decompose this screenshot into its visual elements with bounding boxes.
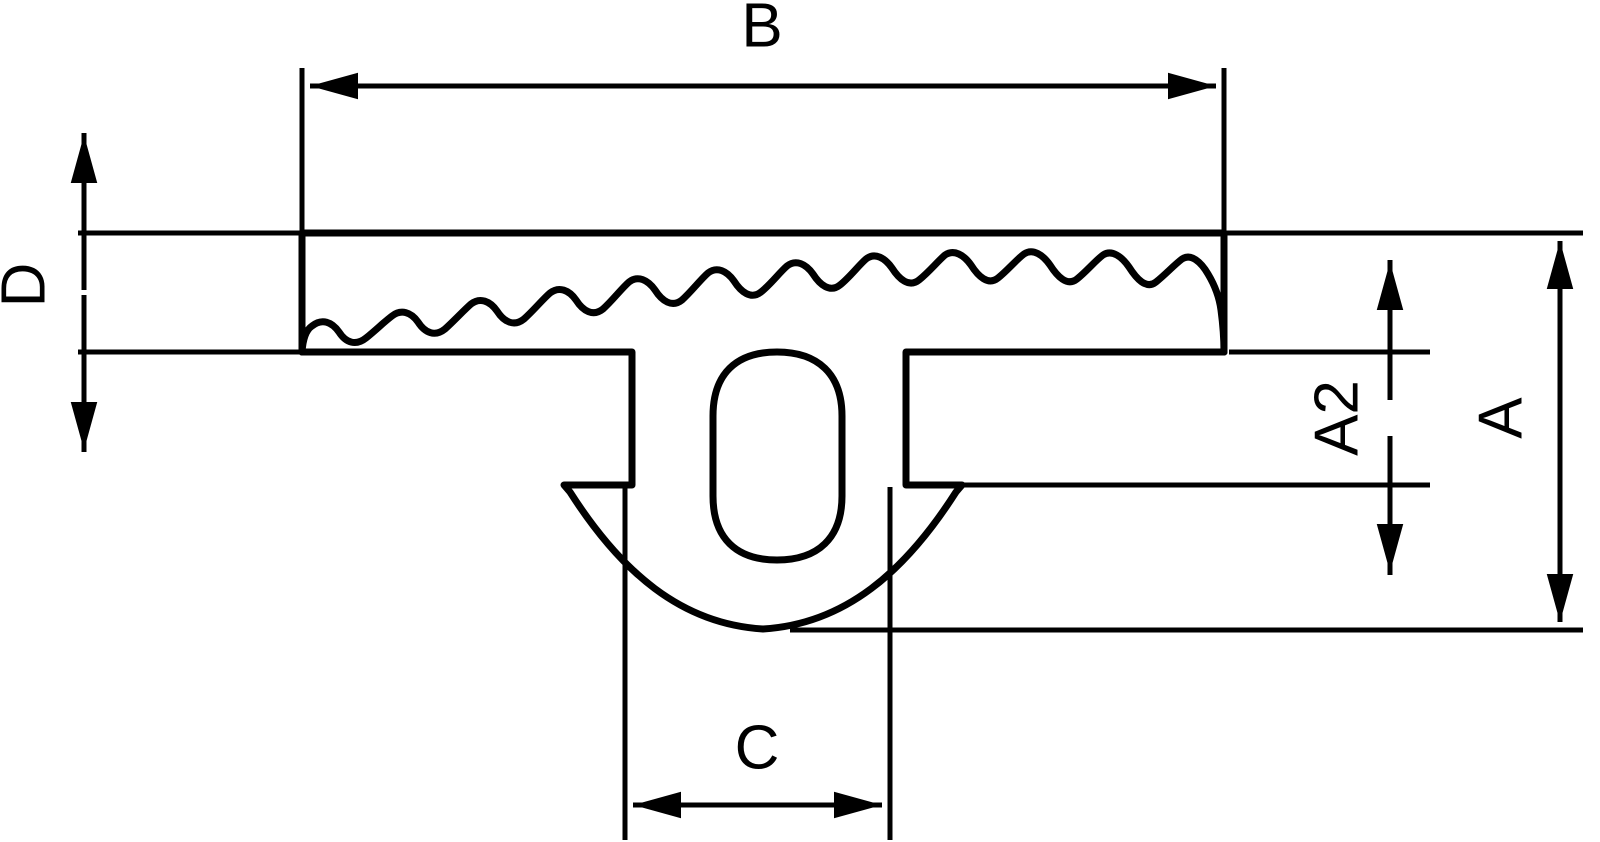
dimension-labels-group: B D A2 A C (0, 0, 1535, 782)
dimension-label-a: A (1466, 397, 1535, 439)
dimension-label-d: D (0, 263, 58, 308)
dimension-label-c: C (735, 713, 780, 782)
cavity-oval-path (709, 348, 846, 564)
profile-outer-path (298, 229, 1228, 633)
dimension-label-a2: A2 (1302, 380, 1371, 456)
profile-outline-group (298, 229, 1228, 633)
dimension-label-b: B (741, 0, 782, 60)
knurl-wave-path (298, 248, 1228, 356)
dimension-lines-group (70, 72, 1574, 819)
